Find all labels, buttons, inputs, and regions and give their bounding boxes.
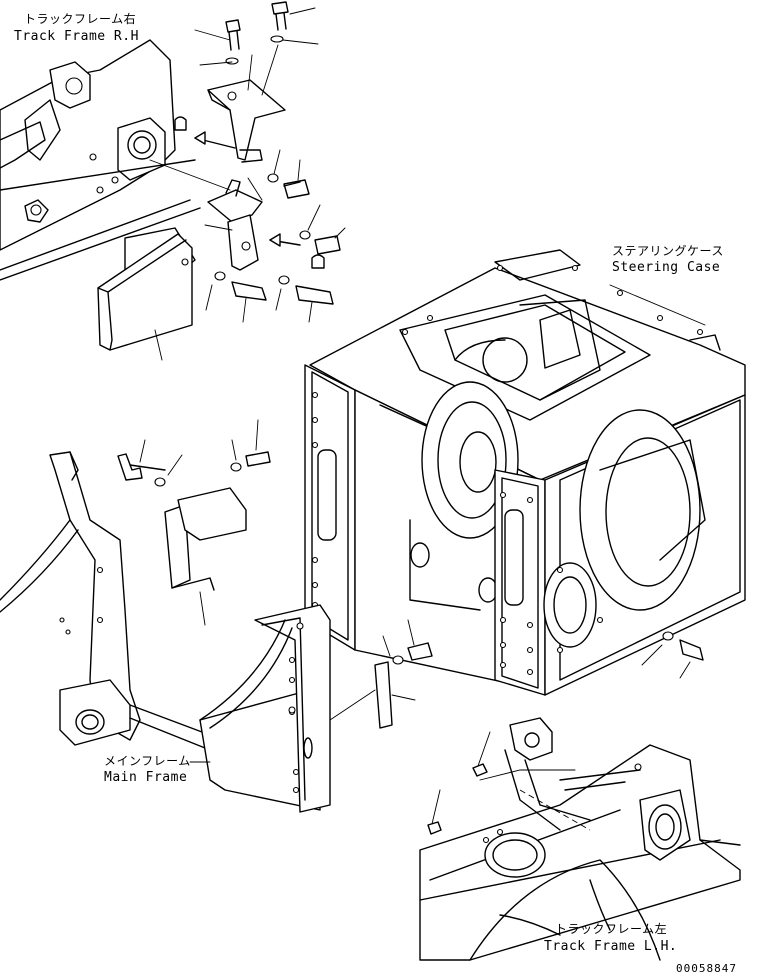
case-side-bolt — [641, 631, 704, 679]
lower-bracket — [204, 177, 263, 271]
track-frame-lh-label-jp: トラックフレーム左 — [555, 922, 668, 936]
cover-plate — [97, 233, 193, 361]
steering-case-label-jp: ステアリングケース — [612, 244, 724, 258]
drawing-number: 00058847 — [676, 962, 737, 975]
upper-bracket — [174, 44, 286, 163]
case-bolt-holes — [311, 264, 704, 676]
main-frame-label-en: Main Frame — [104, 770, 188, 785]
track-frame-rh-drawing — [0, 39, 231, 281]
track-frame-rh-label-jp: トラックフレーム右 — [24, 12, 137, 26]
main-frame-bracket — [117, 419, 271, 626]
top-fasteners — [194, 1, 319, 66]
track-frame-rh-label-en: Track Frame R.H — [14, 29, 139, 44]
main-frame-label-jp: メインフレーム — [104, 754, 191, 768]
small-plate — [329, 619, 433, 729]
label-leaders — [189, 761, 576, 781]
steering-case-drawing — [304, 249, 746, 696]
steering-case-label-en: Steering Case — [612, 260, 721, 275]
track-frame-lh-label-en: Track Frame L.H. — [544, 939, 678, 954]
track-frame-lh-drawing — [419, 717, 741, 961]
main-frame-drawing — [0, 451, 331, 813]
bolt-set-lower — [205, 271, 334, 323]
bolt-set-upper — [267, 149, 346, 269]
